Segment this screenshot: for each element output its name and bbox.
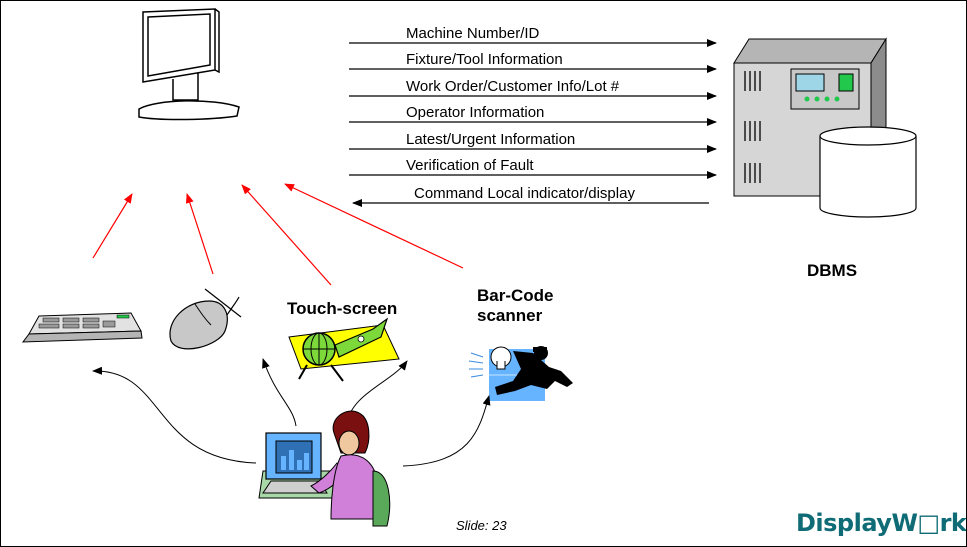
user-curved-arrows: [92, 358, 491, 467]
barcode-scanner-label: Bar-Code scanner: [477, 286, 554, 327]
flow-arrows: [349, 39, 717, 207]
flow-label-fixture-tool: Fixture/Tool Information: [406, 51, 563, 68]
curve-to-barcode: [402, 395, 491, 467]
operator-at-computer-icon: [258, 410, 391, 527]
terminal-monitor-icon: [138, 8, 240, 121]
flow-label-latest-urgent: Latest/Urgent Information: [406, 131, 576, 148]
dbms-server-icon: [733, 37, 917, 218]
brand-logo-text: DisplayW□rk: [796, 509, 967, 537]
flow-label-command-local: Command Local indicator/display: [414, 185, 635, 202]
barcode-label-line1: Bar-Code: [477, 286, 554, 305]
flow-label-work-order: Work Order/Customer Info/Lot #: [406, 78, 620, 95]
keyboard-input-arrow: [92, 193, 133, 259]
curve-to-keyboard: [92, 366, 257, 464]
barcode-label-line2: scanner: [477, 306, 543, 326]
slide-number: Slide: 23: [456, 518, 507, 533]
barcode-scanner-icon: [468, 346, 573, 401]
flow-label-operator-info: Operator Information: [406, 104, 545, 121]
flow-label-verification-fault: Verification of Fault: [406, 157, 534, 174]
barcode-input-arrow: [284, 183, 464, 269]
touch-screen-icon: [288, 317, 400, 382]
curve-to-mouse: [262, 358, 297, 427]
flow-label-machine-number: Machine Number/ID: [406, 25, 540, 42]
mouse-input-arrow: [185, 193, 214, 275]
dbms-label: DBMS: [807, 261, 858, 280]
brand-logo: DisplayW□rkTM: [796, 509, 967, 537]
mouse-icon: [169, 288, 242, 350]
input-arrows: [92, 183, 464, 286]
keyboard-icon: [21, 312, 143, 343]
touchscreen-input-arrow: [241, 184, 332, 286]
touch-screen-label: Touch-screen: [287, 299, 398, 318]
